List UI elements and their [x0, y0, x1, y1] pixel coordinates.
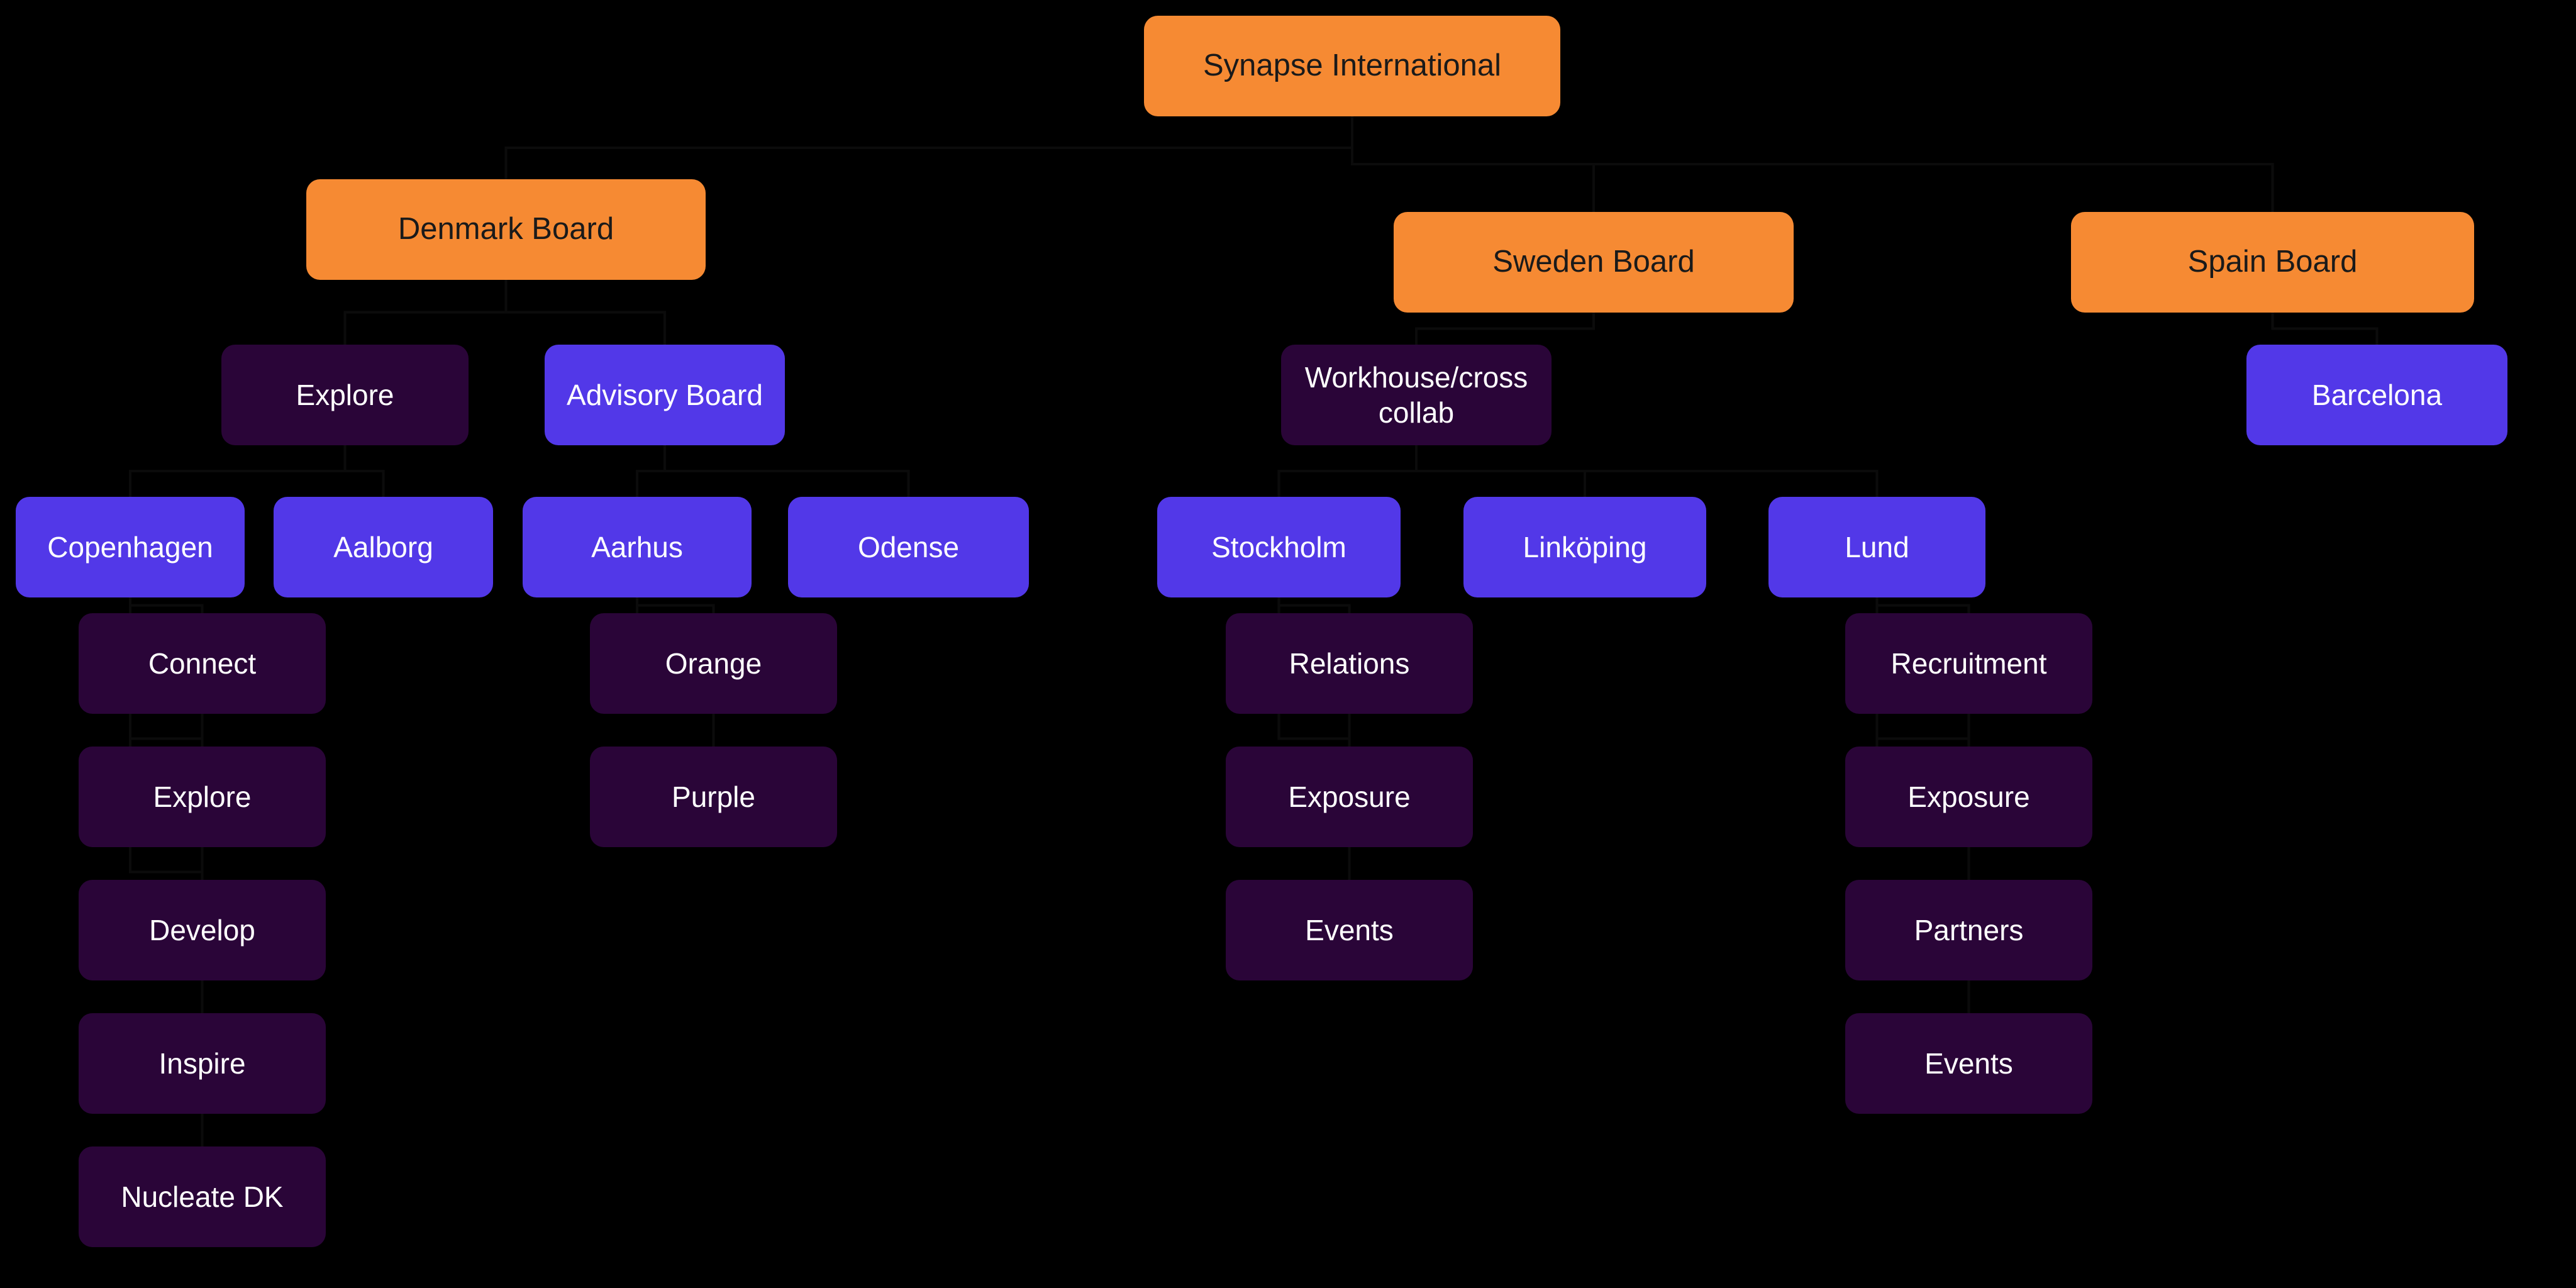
org-node-odense[interactable]: Odense [788, 497, 1029, 597]
org-node-spain[interactable]: Spain Board [2071, 212, 2474, 313]
org-node-copenhagen[interactable]: Copenhagen [16, 497, 245, 597]
org-node-label: Exposure [1907, 780, 2030, 813]
org-node-aalborg[interactable]: Aalborg [274, 497, 493, 597]
connector-stockholm-to-sto-relations [1277, 597, 1351, 613]
org-node-label: Advisory Board [567, 378, 763, 411]
connector-advisory-to-odense [663, 445, 910, 497]
org-node-label: Stockholm [1211, 530, 1346, 564]
org-node-label: Develop [149, 913, 255, 947]
org-node-label: Orange [665, 647, 762, 680]
connector-denmark-to-advisory [504, 280, 666, 345]
org-node-label: Explore [153, 780, 252, 813]
connector-synapse-to-sweden [1351, 116, 1595, 212]
org-node-lund-exposure[interactable]: Exposure [1845, 747, 2092, 847]
org-node-sto-relations[interactable]: Relations [1226, 613, 1473, 714]
org-node-lund-events[interactable]: Events [1845, 1013, 2092, 1114]
org-node-label: Linköping [1523, 530, 1647, 564]
org-node-label: Odense [857, 530, 960, 564]
connector-advisory-to-aarhus [636, 445, 666, 497]
connector-aarhus-to-aar-orange [636, 597, 715, 613]
org-node-cph-explore[interactable]: Explore [79, 747, 326, 847]
org-node-label: Spain Board [2187, 245, 2358, 279]
org-node-label: Denmark Board [397, 212, 614, 247]
org-node-sto-events[interactable]: Events [1226, 880, 1473, 980]
org-node-label: Copenhagen [47, 530, 213, 564]
org-node-label: Connect [148, 647, 257, 680]
org-node-lund-partners[interactable]: Partners [1845, 880, 2092, 980]
connector-denmark-to-dk-explore [343, 280, 508, 345]
org-node-label: Nucleate DK [121, 1180, 284, 1213]
org-node-label: Exposure [1288, 780, 1411, 813]
org-node-denmark[interactable]: Denmark Board [306, 179, 706, 280]
connector-workhouse-to-stockholm [1277, 445, 1418, 497]
org-node-barcelona[interactable]: Barcelona [2246, 345, 2507, 445]
org-node-synapse[interactable]: Synapse International [1144, 16, 1560, 116]
org-node-label: Aalborg [333, 530, 433, 564]
org-node-label: Synapse International [1203, 48, 1501, 83]
org-node-label: Lund [1845, 530, 1909, 564]
org-node-aarhus[interactable]: Aarhus [523, 497, 752, 597]
connector-synapse-to-denmark [504, 116, 1353, 179]
org-node-label: Partners [1914, 913, 2024, 947]
org-node-lund-recruit[interactable]: Recruitment [1845, 613, 2092, 714]
org-node-lund[interactable]: Lund [1768, 497, 1985, 597]
org-node-advisory[interactable]: Advisory Board [545, 345, 785, 445]
org-node-label: Sweden Board [1492, 245, 1695, 279]
org-node-sweden[interactable]: Sweden Board [1394, 212, 1794, 313]
org-node-aar-orange[interactable]: Orange [590, 613, 837, 714]
org-node-cph-connect[interactable]: Connect [79, 613, 326, 714]
connector-workhouse-to-lund [1415, 445, 1879, 497]
connector-sweden-to-workhouse [1415, 313, 1595, 345]
org-node-label: Explore [296, 378, 394, 411]
org-node-aar-purple[interactable]: Purple [590, 747, 837, 847]
connector-copenhagen-to-cph-connect [129, 597, 204, 613]
org-node-cph-inspire[interactable]: Inspire [79, 1013, 326, 1114]
org-node-label: Events [1305, 913, 1394, 947]
connector-dk-explore-to-aalborg [343, 445, 385, 497]
org-node-cph-nucleate[interactable]: Nucleate DK [79, 1146, 326, 1247]
connector-lund-to-lund-recruit [1875, 597, 1970, 613]
connector-spain-to-barcelona [2271, 313, 2379, 345]
org-node-label: Purple [672, 780, 755, 813]
org-node-cph-develop[interactable]: Develop [79, 880, 326, 980]
connector-synapse-to-spain [1351, 116, 2274, 212]
org-node-label: Inspire [158, 1046, 246, 1080]
org-node-label: Recruitment [1890, 647, 2047, 680]
org-node-stockholm[interactable]: Stockholm [1157, 497, 1401, 597]
org-node-label: Relations [1289, 647, 1410, 680]
org-node-sto-exposure[interactable]: Exposure [1226, 747, 1473, 847]
org-node-label: Aarhus [591, 530, 683, 564]
org-node-dk-explore[interactable]: Explore [221, 345, 469, 445]
org-node-linkoping[interactable]: Linköping [1463, 497, 1706, 597]
org-node-workhouse[interactable]: Workhouse/cross collab [1281, 345, 1552, 445]
connector-dk-explore-to-copenhagen [129, 445, 347, 497]
org-node-label: Events [1924, 1046, 2013, 1080]
org-node-label: Workhouse/cross collab [1304, 360, 1528, 429]
org-node-label: Barcelona [2311, 378, 2443, 411]
connector-workhouse-to-linkoping [1415, 445, 1586, 497]
